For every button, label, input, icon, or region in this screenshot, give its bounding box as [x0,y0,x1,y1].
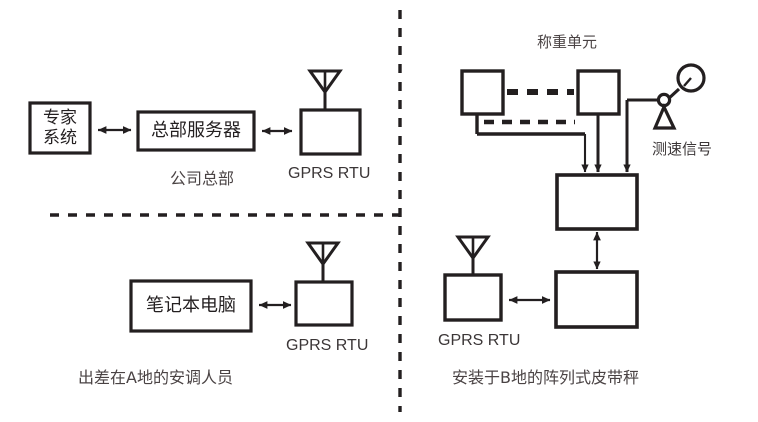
gprs-rtu-box-site [443,273,503,322]
weighing-unit-box-1 [460,69,505,116]
left-panel-caption: 出差在A地的安调人员 [78,368,233,387]
expert-system-line-1: 专家 [43,107,77,128]
gprs-rtu-label-site: GPRS RTU [438,332,521,349]
laptop-label: 笔记本电脑 [146,295,236,317]
signal-arrow-speed [623,98,664,173]
hq-server-label: 总部服务器 [151,120,241,142]
speed-sensor-icon [652,63,706,130]
gprs-rtu-box-hq [299,108,362,156]
right-panel-caption: 安装于B地的阵列式皮带秤 [452,368,639,387]
gprs-rtu-label-field: GPRS RTU [286,337,369,354]
terminal-box [554,270,639,329]
antenna-icon-field [305,241,341,282]
hq-caption: 公司总部 [170,169,235,188]
gprs-rtu-box-field [294,280,354,327]
antenna-icon-hq [307,69,343,110]
weighing-unit-box-2 [576,69,621,116]
gprs-rtu-label-hq: GPRS RTU [288,165,371,182]
antenna-icon-site [455,235,491,275]
weighing-unit-title: 称重单元 [537,33,598,51]
weighing-array-bus [475,114,585,136]
controller-box [555,173,639,231]
expert-system-label: 专家 系统 [30,103,90,153]
speed-signal-label: 测速信号 [652,140,713,158]
expert-system-line-2: 系统 [43,128,77,148]
